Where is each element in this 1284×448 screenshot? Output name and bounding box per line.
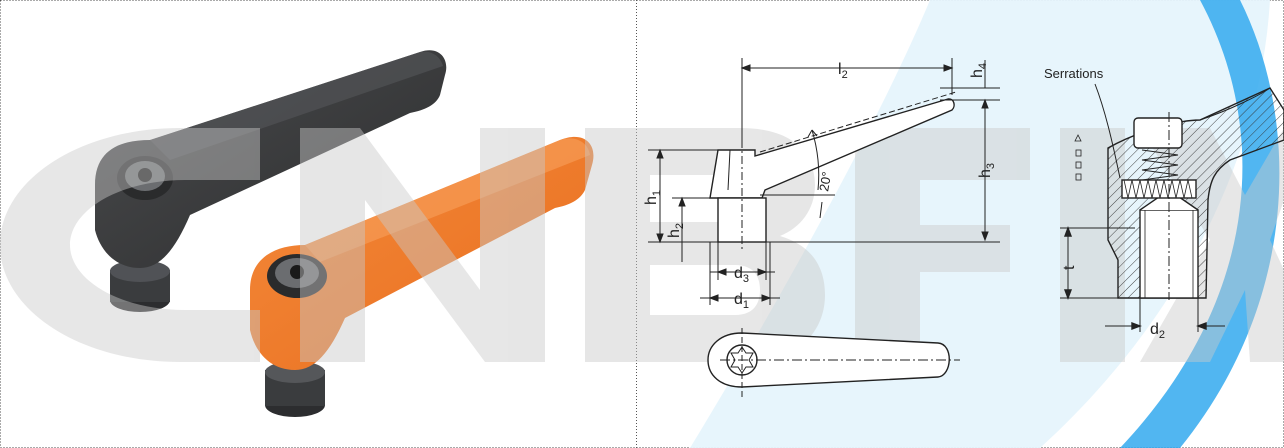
watermark-letters [0,128,1284,362]
dimension-labels: l2 h4 h3 h1 h2 d3 d1 t d2 20° Serrations [643,61,1165,341]
dimension-lines [648,58,1000,305]
dim-h3: h3 [977,163,997,178]
photo-panel [95,50,594,417]
orange-lever [250,136,594,417]
dim-d2: d2 [1150,321,1165,341]
sectional-view [1060,83,1284,332]
black-lever [95,50,447,312]
dim-t: t [1061,265,1078,270]
dim-h2: h2 [666,223,686,238]
drawing-panel [648,58,1284,400]
dim-h1: h1 [643,190,663,205]
lever-top-view [707,328,960,400]
lever-side-view [709,91,957,250]
angle-label: 20° [816,171,834,193]
dim-d1: d1 [734,291,749,311]
serrations-callout: Serrations [1044,66,1104,81]
dim-d3: d3 [734,265,749,285]
dim-h4: h4 [969,63,989,78]
watermark-swoosh [690,0,1270,448]
dim-l2: l2 [838,61,848,81]
